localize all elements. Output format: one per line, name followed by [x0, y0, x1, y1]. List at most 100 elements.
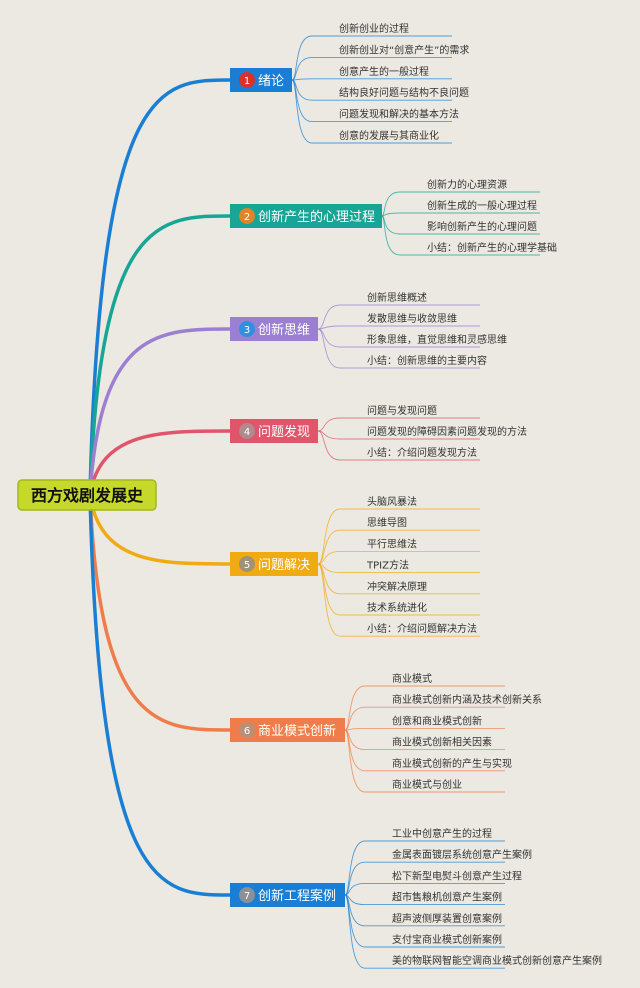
leaf-item[interactable]: 小结：介绍问题解决方法: [367, 622, 477, 635]
leaf-connector: [344, 706, 505, 731]
leaf-item[interactable]: 商业模式与创业: [392, 778, 462, 791]
leaf-connector: [317, 550, 480, 565]
leaf-item[interactable]: 创意的发展与其商业化: [339, 129, 439, 142]
branch-label: 创新思维: [258, 322, 310, 338]
number-badge: [239, 72, 255, 88]
leaf-item[interactable]: 思维导图: [367, 516, 407, 529]
branch-label: 创新工程案例: [258, 888, 336, 904]
leaf-connector: [317, 529, 480, 565]
branch-connector: [88, 429, 232, 497]
leaf-item[interactable]: 小结：介绍问题发现方法: [367, 446, 477, 459]
leaf-item[interactable]: 结构良好问题与结构不良问题: [339, 86, 469, 99]
leaf-item[interactable]: 小结：创新思维的主要内容: [367, 354, 487, 367]
number-badge: [239, 321, 255, 337]
leaf-item[interactable]: 金属表面镀层系统创意产生案例: [392, 848, 532, 861]
number-badge-label: 1: [244, 76, 250, 87]
number-badge: [239, 556, 255, 572]
leaf-connector: [381, 212, 540, 217]
leaf-connector: [381, 191, 540, 217]
branch-label: 商业模式创新: [258, 723, 336, 739]
leaf-item[interactable]: 商业模式创新的产生与实现: [392, 757, 512, 770]
number-badge-label: 3: [244, 325, 250, 336]
number-badge: [239, 423, 255, 439]
leaf-item[interactable]: 超市售粮机创意产生案例: [392, 891, 502, 904]
leaf-items: 创新创业的过程创新创业对“创意产生”的需求创意产生的一般过程结构良好问题与结构不…: [291, 22, 602, 969]
branch-topic[interactable]: 7 创新工程案例: [230, 883, 345, 907]
branch-connectors: [88, 78, 232, 897]
number-badge-label: 6: [244, 726, 250, 737]
leaf-connector: [317, 325, 480, 330]
number-badge-label: 4: [244, 427, 250, 438]
leaf-connector: [344, 729, 505, 793]
branch-label: 问题发现: [258, 424, 310, 440]
leaf-item[interactable]: 商业模式创新内涵及技术创新关系: [392, 693, 542, 706]
number-badge: [239, 887, 255, 903]
leaf-connector: [344, 894, 505, 906]
root-label: 西方戏剧发展史: [31, 486, 144, 505]
branch-topic[interactable]: 6 商业模式创新: [230, 718, 345, 742]
leaf-item[interactable]: 松下新型电熨斗创意产生过程: [392, 869, 522, 882]
branch-connector: [88, 493, 232, 897]
leaf-item[interactable]: 工业中创意产生的过程: [392, 827, 492, 840]
branch-connector: [88, 493, 232, 732]
leaf-item[interactable]: 技术系统进化: [367, 601, 427, 614]
leaf-item[interactable]: 商业模式: [392, 672, 432, 685]
leaf-connector: [344, 840, 505, 896]
leaf-item[interactable]: 问题与发现问题: [367, 404, 437, 417]
leaf-item[interactable]: 创新思维概述: [367, 291, 427, 304]
leaf-connector: [291, 78, 452, 81]
leaf-item[interactable]: 创新力的心理资源: [427, 178, 507, 191]
leaf-connector: [344, 894, 505, 969]
leaf-item[interactable]: 问题发现和解决的基本方法: [339, 108, 459, 121]
leaf-item[interactable]: 创新创业的过程: [339, 22, 409, 35]
branch-topic[interactable]: 5 问题解决: [230, 552, 318, 576]
branch-label: 创新产生的心理过程: [258, 209, 375, 225]
leaf-connector: [317, 417, 480, 432]
leaf-connector: [344, 882, 505, 896]
leaf-item[interactable]: 超声波侧厚装置创意案例: [392, 912, 502, 925]
number-badge-label: 2: [244, 212, 250, 223]
leaf-item[interactable]: 头脑风暴法: [367, 495, 417, 508]
leaf-item[interactable]: 商业模式创新相关因素: [392, 736, 492, 749]
branch-label: 绪论: [258, 74, 284, 89]
branch-connector: [88, 327, 232, 497]
branch-topic[interactable]: 4 问题发现: [230, 419, 318, 443]
leaf-item[interactable]: 冲突解决原理: [367, 580, 427, 593]
leaf-item[interactable]: 创意和商业模式创新: [392, 714, 482, 727]
branch-connector: [88, 78, 232, 497]
leaf-item[interactable]: 形象思维，直觉思维和灵感思维: [367, 333, 507, 346]
leaf-item[interactable]: 平行思维法: [367, 537, 417, 550]
number-badge-label: 7: [244, 891, 250, 902]
branch-connector: [88, 493, 232, 566]
branch-topics: 1 绪论 2 创新产生的心理过程 3 创新思维 4 问题发现 5 问题解决 6 商业模式创新 7 创新工程…: [230, 68, 382, 907]
branch-box[interactable]: [230, 204, 382, 228]
number-badge: [239, 722, 255, 738]
leaf-connector: [291, 56, 452, 81]
leaf-connector: [344, 727, 505, 731]
leaf-item[interactable]: 发散思维与收敛思维: [367, 312, 457, 325]
branch-label: 问题解决: [258, 558, 310, 573]
branch-topic[interactable]: 2 创新产生的心理过程: [230, 204, 382, 228]
leaf-connector: [291, 79, 452, 144]
leaf-connector: [317, 563, 480, 637]
leaf-item[interactable]: 问题发现的障碍因素问题发现的方法: [367, 425, 527, 438]
root-box[interactable]: [17, 479, 157, 511]
leaf-item[interactable]: TPIZ方法: [366, 559, 409, 572]
leaf-item[interactable]: 美的物联网智能空调商业模式创新创意产生案例: [392, 954, 602, 967]
leaf-item[interactable]: 创新生成的一般心理过程: [427, 199, 537, 212]
leaf-connector: [381, 215, 540, 256]
number-badge-label: 5: [244, 560, 250, 571]
leaf-item[interactable]: 创新创业对“创意产生”的需求: [339, 43, 469, 56]
root-topic[interactable]: 西方戏剧发展史: [17, 479, 157, 511]
leaf-connector: [317, 304, 480, 330]
leaf-item[interactable]: 创意产生的一般过程: [339, 65, 429, 78]
leaf-item[interactable]: 支付宝商业模式创新案例: [392, 933, 502, 946]
leaf-item[interactable]: 小结：创新产生的心理学基础: [427, 241, 557, 254]
leaf-connector: [344, 861, 505, 896]
leaf-item[interactable]: 影响创新产生的心理问题: [427, 220, 537, 233]
branch-topic[interactable]: 3 创新思维: [230, 317, 318, 341]
number-badge: [239, 208, 255, 224]
branch-topic[interactable]: 1 绪论: [230, 68, 292, 92]
leaf-connector: [317, 328, 480, 369]
